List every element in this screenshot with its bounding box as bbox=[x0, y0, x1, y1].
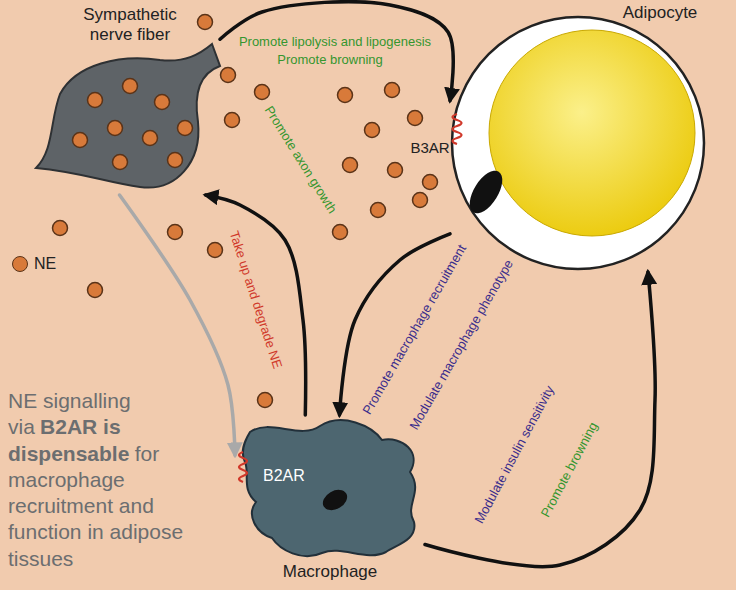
nucleus bbox=[319, 486, 351, 515]
ne-molecule bbox=[388, 163, 403, 178]
ne-vesicle bbox=[88, 93, 103, 108]
note-block: NE signalling viaB2AR is dispensablefor … bbox=[8, 388, 213, 572]
drawing-part bbox=[239, 420, 415, 556]
receptor-name: B2AR bbox=[263, 467, 323, 485]
ne-molecule bbox=[371, 203, 386, 218]
drawing-part bbox=[36, 44, 220, 188]
nucleus bbox=[463, 165, 509, 218]
cell-outline bbox=[450, 0, 730, 272]
legend-item: NE bbox=[12, 255, 56, 273]
ne-vesicle bbox=[178, 121, 193, 136]
ne-molecule bbox=[168, 225, 183, 240]
drawing-part bbox=[452, 17, 704, 269]
macrophage-cell: B2AR Macrophage bbox=[235, 415, 425, 590]
ne-molecule bbox=[225, 113, 240, 128]
ne-vesicle bbox=[168, 153, 183, 168]
cell-label: Sympathetic nerve fiber bbox=[60, 5, 200, 44]
ne-vesicle bbox=[155, 95, 170, 110]
macrophage-body bbox=[243, 420, 415, 556]
cell-label: Macrophage bbox=[265, 562, 395, 582]
ne-molecule bbox=[333, 225, 348, 240]
ne-molecule bbox=[221, 68, 236, 83]
ne-molecule bbox=[408, 111, 423, 126]
effect-label: Take up and degrade NE bbox=[226, 229, 285, 370]
edge-label: Promote lipolysis and lipogenesis bbox=[239, 35, 431, 50]
ne-vesicle bbox=[123, 79, 138, 94]
ne-molecule bbox=[258, 393, 273, 408]
receptor-coil bbox=[453, 114, 462, 144]
effect-label: Promote browning bbox=[539, 420, 602, 520]
ne-molecule bbox=[343, 158, 358, 173]
ne-vesicle bbox=[113, 155, 128, 170]
cell-label: Adipocyte bbox=[605, 3, 715, 23]
ne-molecule bbox=[255, 85, 270, 100]
ne-molecule bbox=[423, 175, 438, 190]
ne-vesicle bbox=[108, 121, 123, 136]
nerve-fiber: Sympathetic nerve fiber bbox=[15, 5, 220, 195]
ne-vesicle bbox=[143, 131, 158, 146]
ne-molecule bbox=[385, 83, 400, 98]
signal-arrow bbox=[206, 195, 306, 415]
axon-terminal bbox=[36, 44, 220, 188]
signal-arrow bbox=[220, 2, 453, 101]
ne-molecule bbox=[198, 15, 213, 30]
ne-molecule bbox=[208, 243, 223, 258]
effect-label: Promote browning bbox=[277, 53, 383, 68]
ne-molecule bbox=[53, 221, 68, 236]
adipocyte-cell: Adipocyte bbox=[450, 0, 730, 272]
edge-label: Promote axon growth bbox=[261, 104, 339, 217]
effect-label: Modulate macrophage phenotype bbox=[407, 257, 517, 432]
ne-molecule bbox=[338, 88, 353, 103]
receptor-name: B3AR bbox=[410, 139, 449, 156]
lipid-droplet bbox=[489, 30, 695, 236]
ne-molecule bbox=[365, 123, 380, 138]
ne-molecule bbox=[413, 193, 428, 208]
cell-membrane bbox=[452, 17, 704, 269]
signal-arrow bbox=[120, 195, 235, 455]
receptor-coil bbox=[239, 452, 247, 482]
legend-text: NE bbox=[34, 255, 56, 273]
legend-swatch bbox=[12, 256, 28, 272]
edge-label: Promote macrophage recruitment bbox=[360, 242, 470, 417]
ne-vesicle bbox=[73, 133, 88, 148]
signal-arrow bbox=[425, 272, 655, 567]
ne-molecule bbox=[88, 283, 103, 298]
legend: NE bbox=[12, 255, 56, 273]
